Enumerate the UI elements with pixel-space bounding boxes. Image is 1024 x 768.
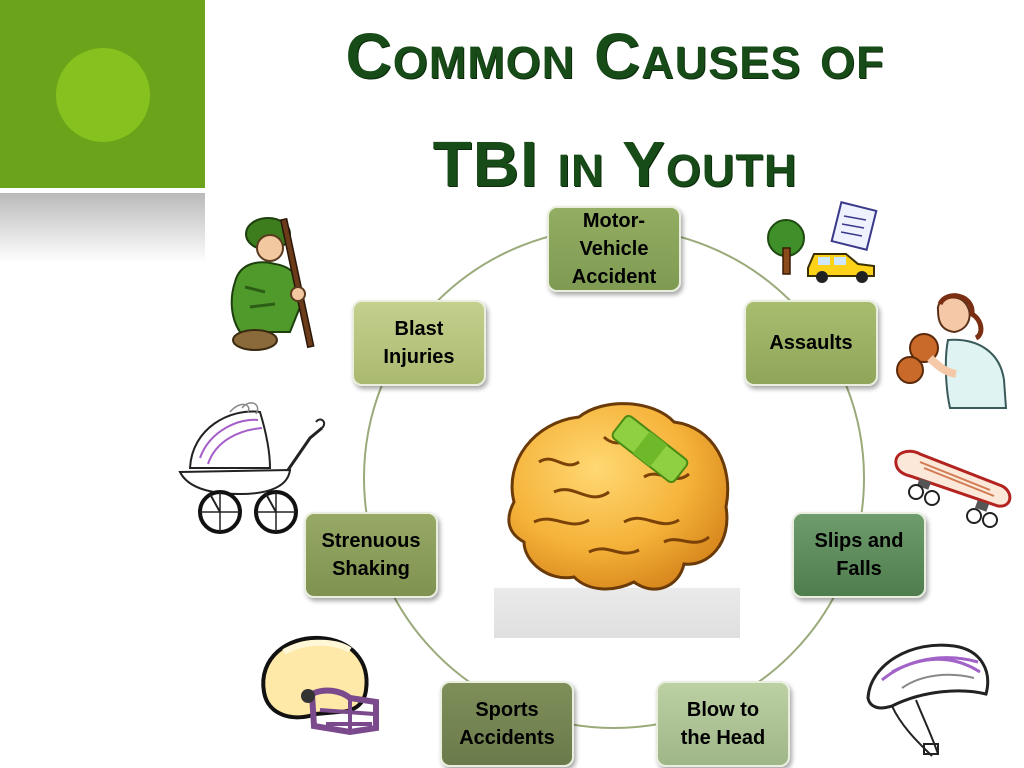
baby-stroller-icon [178,402,326,534]
cycle-node-slips-and-falls[interactable]: Slips and Falls [792,512,926,598]
decorative-circle [56,48,150,142]
brain-with-bandage-icon [494,392,740,638]
boxer-icon [896,293,1008,409]
cycle-node-blow-to-head[interactable]: Blow to the Head [656,681,790,767]
soldier-icon [230,217,315,351]
title-line-1: Common Causes of [345,20,885,92]
bike-helmet-icon [866,643,990,757]
title-line-2: TBI in Youth [432,128,798,200]
slide-title: Common Causes of TBI in Youth [215,2,1015,218]
cycle-node-assaults[interactable]: Assaults [744,300,878,386]
cycle-node-blast-injuries[interactable]: Blast Injuries [352,300,486,386]
skateboard-icon [894,449,1012,528]
decorative-gradient-strip [0,193,205,263]
cycle-node-motor-vehicle-accident[interactable]: Motor- Vehicle Accident [547,206,681,292]
cycle-node-strenuous-shaking[interactable]: Strenuous Shaking [304,512,438,598]
car-accident-icon [767,201,884,283]
football-helmet-icon [261,635,379,736]
cycle-node-sports-accidents[interactable]: Sports Accidents [440,681,574,767]
